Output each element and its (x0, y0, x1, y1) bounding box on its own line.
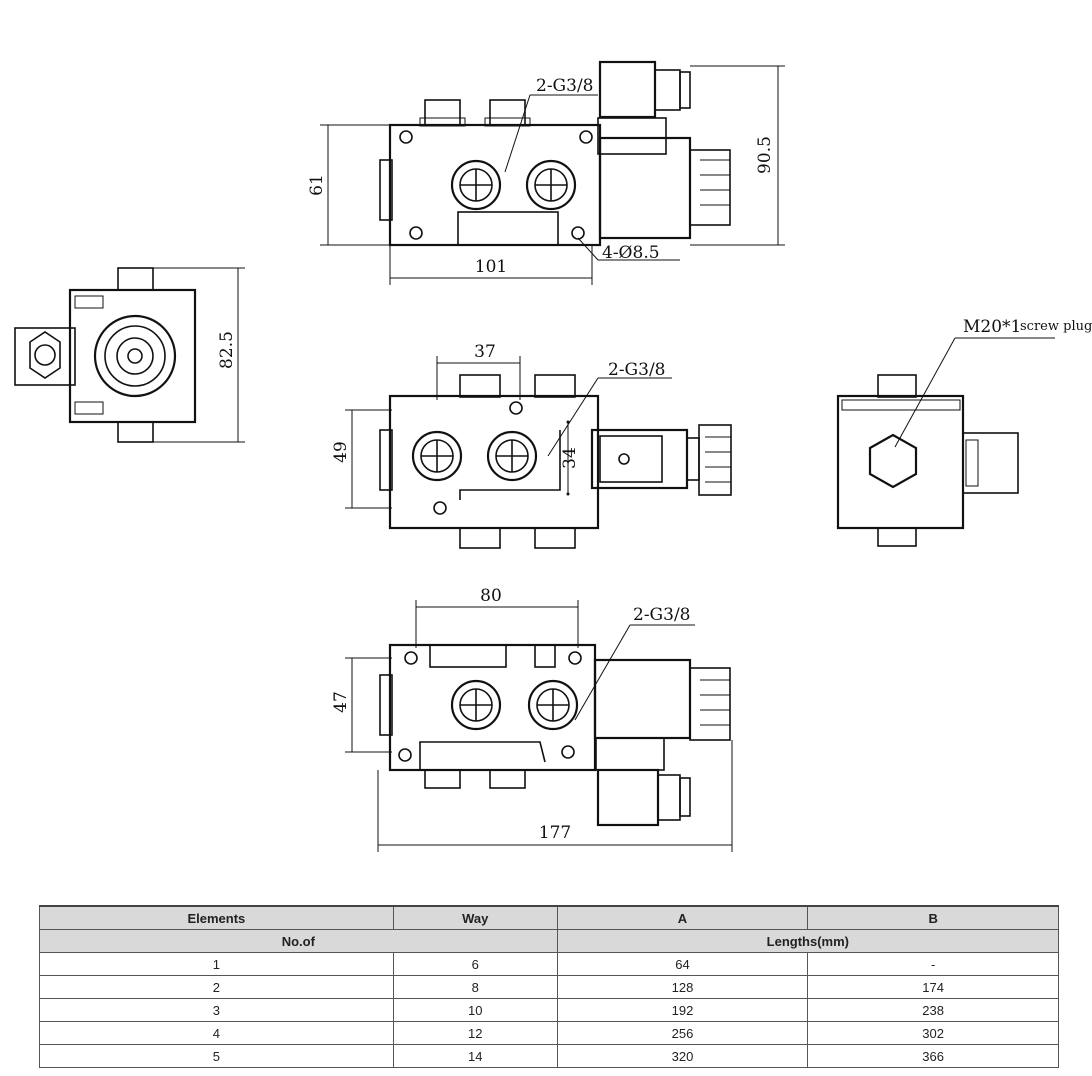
dim-top-holes: 4-Ø8.5 (602, 243, 660, 263)
plug-note: screw plug (1020, 319, 1092, 334)
col-no-of: No.of (39, 929, 558, 953)
cell: 128 (556, 975, 809, 999)
top-view: 61 90.5 101 4-Ø8.5 2-G3/8 (307, 60, 785, 285)
cell: 2 (39, 975, 394, 999)
cell: 256 (556, 1021, 809, 1045)
dim-top-width: 101 (475, 257, 507, 277)
end-view: M20*1 screw plug (836, 317, 1092, 547)
dim-side-height: 82.5 (217, 331, 237, 369)
cell: 302 (807, 1021, 1059, 1045)
dim-mid-height: 49 (331, 441, 351, 463)
col-b: B (807, 905, 1059, 930)
dim-mid-span: 37 (474, 342, 496, 362)
dim-bottom-height: 47 (331, 691, 351, 713)
bottom-view: 80 47 177 2-G3/8 (331, 586, 733, 852)
dim-mid-inner: 34 (560, 447, 580, 469)
table-row: 3 10 192 238 (39, 998, 1059, 1022)
dim-top-total-height: 90.5 (755, 136, 775, 174)
cell: - (807, 952, 1059, 976)
cell: 4 (39, 1021, 394, 1045)
side-view: 82.5 (14, 267, 245, 443)
cell: 8 (392, 975, 558, 999)
cell: 12 (392, 1021, 558, 1045)
cell: 64 (556, 952, 809, 976)
dim-top-ports: 2-G3/8 (536, 76, 594, 96)
table-row: 1 6 64 - (39, 952, 1059, 976)
cell: 3 (39, 998, 394, 1022)
col-way: Way (392, 905, 558, 930)
cell: 238 (807, 998, 1059, 1022)
cell: 14 (392, 1044, 558, 1068)
dim-bottom-length: 177 (539, 823, 571, 843)
dim-top-height: 61 (307, 174, 327, 196)
col-elements: Elements (39, 905, 394, 930)
table-row: 5 14 320 366 (39, 1044, 1059, 1068)
col-a: A (556, 905, 809, 930)
col-lengths: Lengths(mm) (556, 929, 1060, 953)
dim-mid-ports: 2-G3/8 (608, 360, 666, 380)
table-row: 2 8 128 174 (39, 975, 1059, 999)
dimension-table: Elements Way A B No.of Lengths(mm) 1 6 6… (39, 905, 1060, 1068)
middle-view: 37 49 34 2-G3/8 (331, 342, 732, 549)
technical-drawing: 61 90.5 101 4-Ø8.5 2-G3/8 (14, 60, 1092, 852)
cell: 366 (807, 1044, 1059, 1068)
table-row: 4 12 256 302 (39, 1021, 1059, 1045)
dim-bottom-span: 80 (480, 586, 502, 606)
cell: 10 (392, 998, 558, 1022)
cell: 5 (39, 1044, 394, 1068)
cell: 320 (556, 1044, 809, 1068)
cell: 6 (392, 952, 558, 976)
cell: 1 (39, 952, 394, 976)
cell: 192 (556, 998, 809, 1022)
cell: 174 (807, 975, 1059, 999)
dim-bottom-ports: 2-G3/8 (633, 605, 691, 625)
plug-label: M20*1 (963, 317, 1021, 337)
